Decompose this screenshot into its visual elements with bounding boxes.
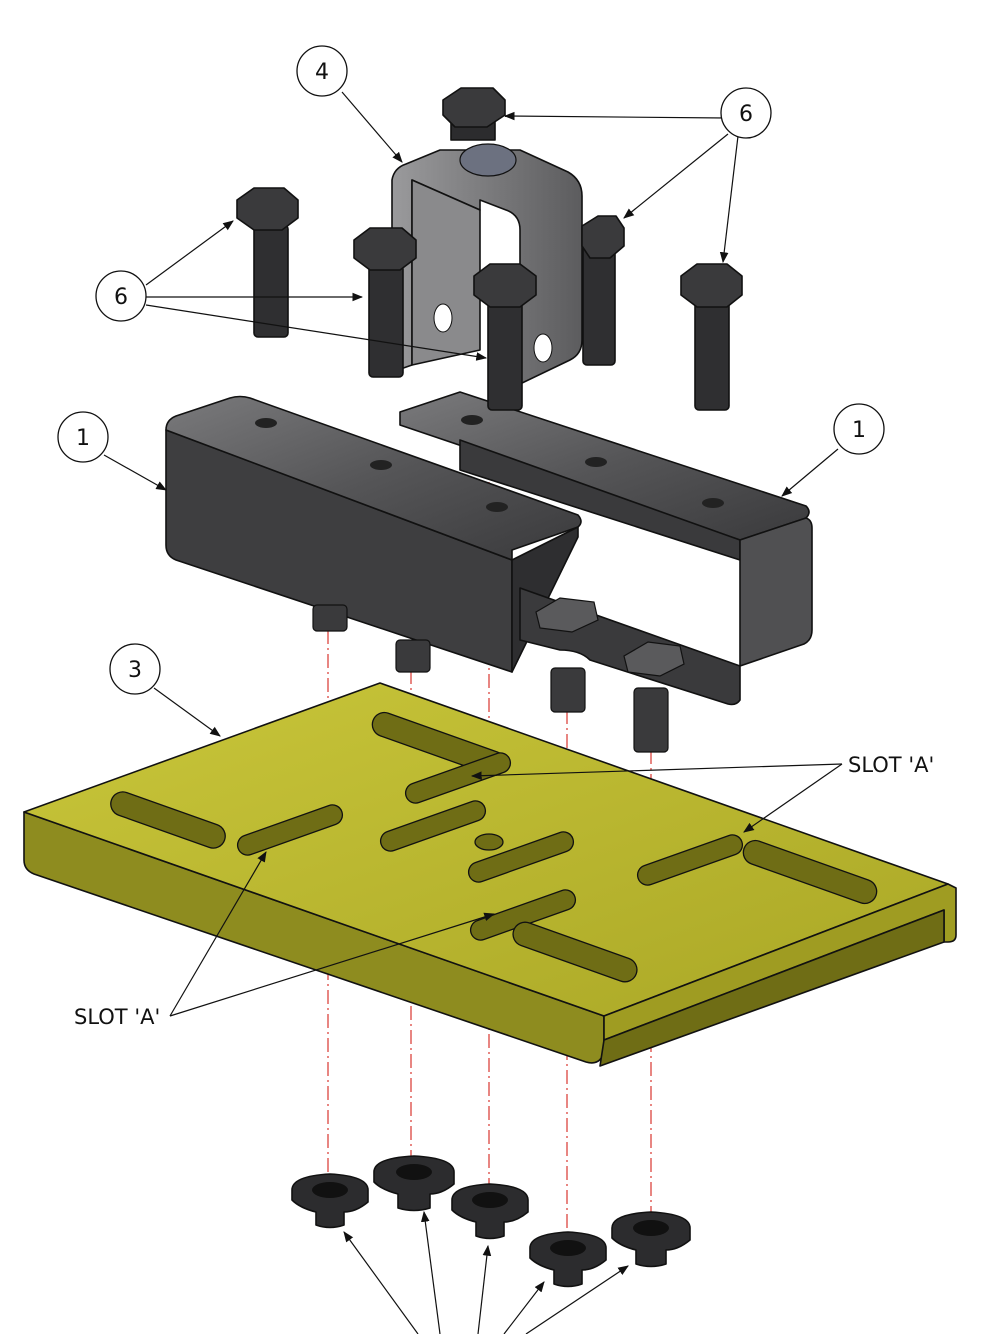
nuts [291, 1155, 691, 1288]
balloon-1-right: 1 [833, 403, 885, 455]
balloon-1-right-text: 1 [852, 418, 866, 443]
balloon-6-top-text: 6 [739, 102, 753, 127]
balloon-6-left: 6 [95, 270, 147, 322]
base-plate [23, 682, 957, 1067]
nut [291, 1173, 369, 1229]
bolt [581, 215, 625, 366]
nut [373, 1155, 455, 1212]
slots [110, 711, 878, 983]
balloon-4: 4 [296, 45, 348, 97]
bolt [353, 227, 417, 378]
balloon-4-text: 4 [315, 60, 329, 85]
balloon-6-top: 6 [720, 87, 772, 139]
leader-lines [103, 91, 843, 1334]
bolt [442, 87, 506, 141]
balloon-6-left-text: 6 [114, 285, 128, 310]
nut [451, 1183, 529, 1240]
nut [529, 1231, 607, 1288]
balloon-3-text: 3 [128, 658, 142, 683]
balloon-1-left: 1 [57, 411, 109, 463]
bolts [236, 87, 743, 411]
bracket [391, 149, 583, 385]
bolt [473, 263, 537, 411]
balloon-3: 3 [109, 643, 161, 695]
balloon-1-left-text: 1 [76, 426, 90, 451]
bolt [236, 187, 299, 338]
slot-a-callout-left: SLOT 'A' [74, 1005, 160, 1029]
slot-a-callout-right: SLOT 'A' [848, 753, 934, 777]
bolt-tips [312, 597, 685, 753]
bolt [680, 263, 743, 411]
nut [611, 1211, 691, 1268]
